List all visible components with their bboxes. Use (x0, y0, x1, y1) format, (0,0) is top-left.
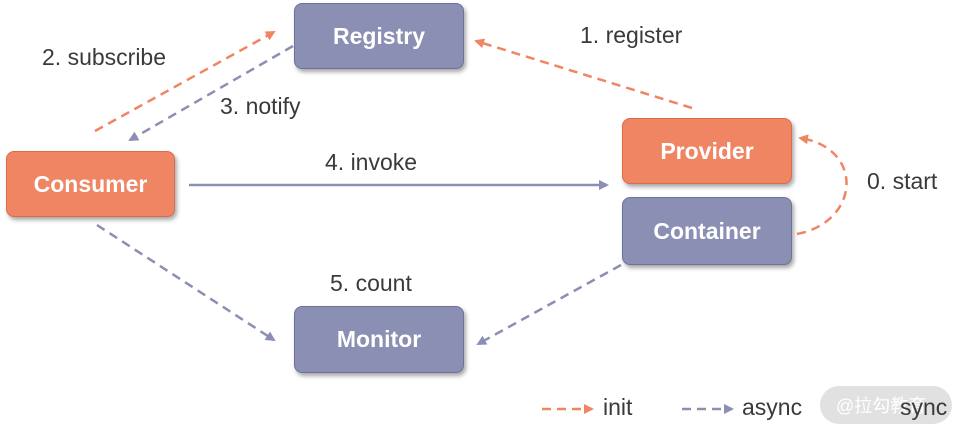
count-label: 5. count (330, 270, 412, 296)
legend-sync-label: sync (900, 394, 948, 420)
legend-init-label: init (603, 394, 633, 420)
monitor-node: Monitor (294, 306, 464, 373)
legend-async-label: async (742, 394, 803, 420)
container-label: Container (653, 217, 761, 244)
consumer-node: Consumer (6, 151, 175, 217)
monitor-label: Monitor (336, 326, 422, 352)
watermark-badge: @拉勾教育 (820, 386, 952, 424)
start-label: 0. start (867, 168, 938, 194)
start-arrow (796, 134, 848, 236)
invoke-label: 4. invoke (325, 149, 418, 175)
container-node: Container (622, 197, 792, 265)
register-arrow (474, 38, 693, 110)
register-label: 1. register (580, 22, 683, 48)
watermark-text: @拉勾教育 (836, 396, 927, 416)
container-count-arrow (476, 263, 622, 346)
registry-node: Registry (294, 3, 464, 69)
provider-node: Provider (622, 118, 792, 184)
subscribe-label: 2. subscribe (42, 44, 167, 70)
notify-label: 3. notify (220, 93, 301, 119)
consumer-label: Consumer (33, 170, 148, 197)
notify-arrow (128, 44, 294, 142)
provider-label: Provider (660, 137, 754, 164)
subscribe-arrow (94, 30, 276, 133)
registry-label: Registry (332, 22, 426, 49)
consumer-count-arrow (96, 223, 276, 342)
